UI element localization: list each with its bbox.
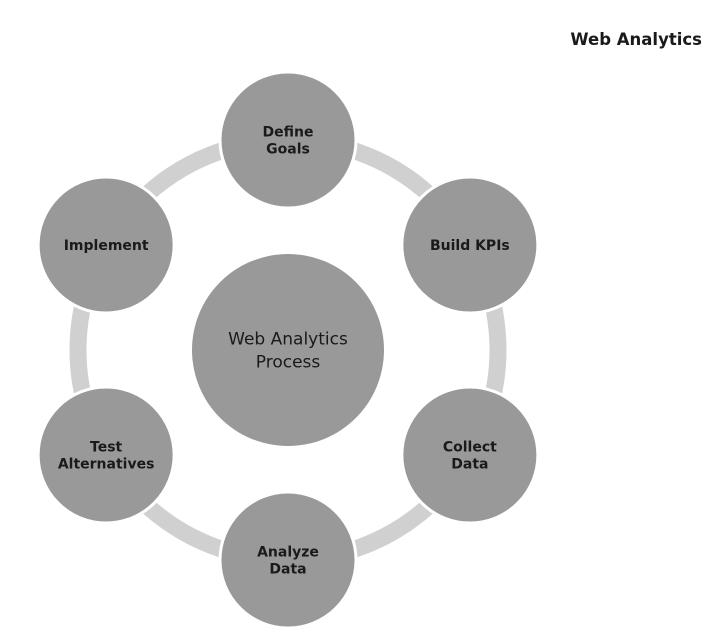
step-node-implement: Implement bbox=[36, 175, 176, 315]
step-node-build-kpis: Build KPIs bbox=[400, 175, 540, 315]
step-label-line: Goals bbox=[266, 142, 310, 158]
step-label-line: Define bbox=[263, 125, 314, 141]
step-circle bbox=[218, 70, 358, 210]
step-label: Build KPIs bbox=[430, 238, 510, 254]
step-label: Implement bbox=[64, 238, 149, 254]
step-circle bbox=[400, 385, 540, 525]
step-circle bbox=[36, 175, 176, 315]
step-label-line: Analyze bbox=[257, 545, 319, 561]
step-label-line: Data bbox=[451, 457, 488, 473]
step-label-line: Test bbox=[90, 440, 123, 456]
page-title: Web Analytics bbox=[570, 30, 702, 49]
center-label-line: Process bbox=[256, 353, 321, 373]
step-label-line: Build KPIs bbox=[430, 238, 510, 254]
step-circle bbox=[218, 490, 358, 630]
step-label-line: Data bbox=[269, 562, 306, 578]
center-label-line: Web Analytics bbox=[228, 330, 348, 350]
step-circle bbox=[36, 385, 176, 525]
center-node bbox=[192, 254, 384, 446]
step-circle bbox=[400, 175, 540, 315]
step-label-line: Collect bbox=[443, 440, 497, 456]
step-label-line: Implement bbox=[64, 238, 149, 254]
step-label-line: Alternatives bbox=[58, 457, 155, 473]
